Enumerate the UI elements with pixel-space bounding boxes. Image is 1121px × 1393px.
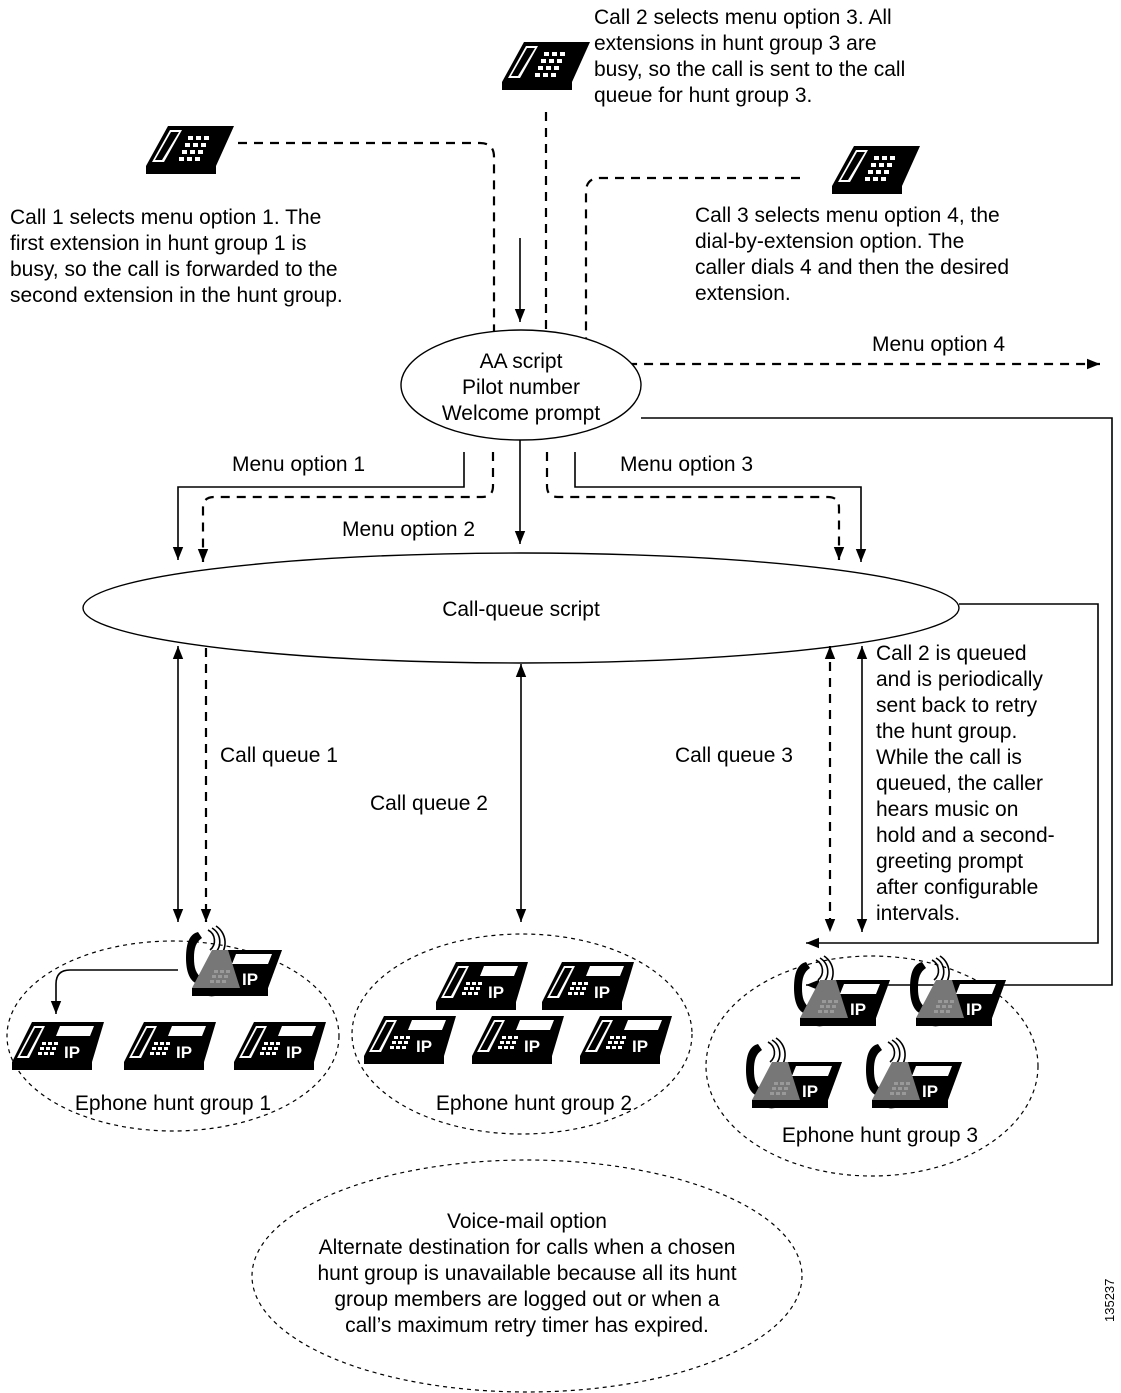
ip-phone-icon xyxy=(364,1016,456,1064)
voicemail-desc-line: hunt group is unavailable because all it… xyxy=(317,1262,736,1285)
ringing-ip-phone-icon xyxy=(185,925,283,997)
svg-text:While the call is: While the call is xyxy=(876,746,1022,769)
ip-phone-icon xyxy=(580,1016,672,1064)
voicemail-desc-line: group members are logged out or when a xyxy=(334,1288,720,1311)
call2-phone-icon xyxy=(502,42,590,90)
forward-arrow xyxy=(50,969,178,1014)
call-queue-script-oval xyxy=(82,552,960,664)
ip-phone-icon xyxy=(542,962,634,1010)
call1-menu-option-1-path xyxy=(197,452,495,562)
call-queue-script-label: Call-queue script xyxy=(442,598,600,621)
svg-text:extensions in hunt group 3 are: extensions in hunt group 3 are xyxy=(594,32,877,55)
svg-text:busy, so the call is sent to t: busy, so the call is sent to the call xyxy=(594,58,905,81)
svg-text:queue for hunt group 3.: queue for hunt group 3. xyxy=(594,84,812,107)
svg-text:busy, so the call is forwarded: busy, so the call is forwarded to the xyxy=(10,258,338,281)
ringing-ip-phone-icon xyxy=(793,955,891,1027)
call3-phone-icon xyxy=(832,146,920,194)
svg-text:greeting prompt: greeting prompt xyxy=(876,850,1023,873)
call-queue-3-label: Call queue 3 xyxy=(675,744,793,767)
hunt-group-2-label: Ephone hunt group 2 xyxy=(436,1092,632,1115)
call1-callout: Call 1 selects menu option 1. The first … xyxy=(10,206,343,307)
call1-dashed-path xyxy=(238,141,496,340)
svg-text:hears music on: hears music on xyxy=(876,798,1018,821)
svg-text:Call 2 is queued: Call 2 is queued xyxy=(876,642,1027,665)
svg-text:hold and a second-: hold and a second- xyxy=(876,824,1055,847)
ringing-ip-phone-icon xyxy=(745,1037,843,1109)
call-queue-2-label: Call queue 2 xyxy=(370,792,488,815)
svg-text:caller dials 4 and then the de: caller dials 4 and then the desired xyxy=(695,256,1009,279)
svg-text:second extension in the hunt g: second extension in the hunt group. xyxy=(10,284,343,307)
menu-option-4-label: Menu option 4 xyxy=(872,333,1005,356)
call-queue-1-label: Call queue 1 xyxy=(220,744,338,767)
svg-text:Call 1 selects menu option 1.: Call 1 selects menu option 1. The xyxy=(10,206,321,229)
welcome-prompt-label: Welcome prompt xyxy=(442,402,600,425)
hunt-group-3-label: Ephone hunt group 3 xyxy=(782,1124,978,1147)
ringing-ip-phone-icon xyxy=(909,955,1007,1027)
hunt-group-2-oval xyxy=(351,933,693,1135)
voicemail-oval xyxy=(251,1159,803,1393)
svg-text:queued, the caller: queued, the caller xyxy=(876,772,1043,795)
ip-phone-icon xyxy=(234,1022,326,1070)
ringing-ip-phone-icon xyxy=(865,1037,963,1109)
svg-text:sent back to retry: sent back to retry xyxy=(876,694,1038,717)
menu-option-3-label: Menu option 3 xyxy=(620,453,753,476)
queue-to-voicemail-path xyxy=(806,603,1099,949)
aa-script-oval xyxy=(400,329,642,441)
menu-option-2-label: Menu option 2 xyxy=(342,518,475,541)
svg-text:Call 3 selects menu option 4,: Call 3 selects menu option 4, the xyxy=(695,204,1000,227)
ip-phone-icon xyxy=(472,1016,564,1064)
svg-text:after configurable: after configurable xyxy=(876,876,1038,899)
svg-text:extension.: extension. xyxy=(695,282,791,305)
menu-option-1-path xyxy=(172,452,465,560)
figure-id: 135237 xyxy=(1102,1279,1117,1322)
aa-script-label: AA script xyxy=(480,350,563,373)
hunt-group-1-label: Ephone hunt group 1 xyxy=(75,1092,271,1115)
svg-text:first extension in hunt group: first extension in hunt group 1 is xyxy=(10,232,307,255)
ip-phone-icon xyxy=(124,1022,216,1070)
call1-phone-icon xyxy=(146,126,234,174)
svg-text:the hunt group.: the hunt group. xyxy=(876,720,1017,743)
call3-callout: Call 3 selects menu option 4, the dial-b… xyxy=(695,204,1009,305)
svg-text:Call 2 selects menu option 3.: Call 2 selects menu option 3. All xyxy=(594,6,892,29)
voicemail-desc-line: Alternate destination for calls when a c… xyxy=(319,1236,736,1259)
voicemail-desc-line: call’s maximum retry timer has expired. xyxy=(345,1314,709,1337)
hunt-group-1-oval xyxy=(6,940,340,1132)
svg-text:and is periodically: and is periodically xyxy=(876,668,1043,691)
voicemail-title: Voice-mail option xyxy=(447,1210,607,1233)
menu-option-1-label: Menu option 1 xyxy=(232,453,365,476)
pilot-number-label: Pilot number xyxy=(462,376,580,399)
svg-text:dial-by-extension option. The: dial-by-extension option. The xyxy=(695,230,964,253)
call2-callout: Call 2 selects menu option 3. All extens… xyxy=(594,6,905,107)
ip-phone-icon xyxy=(436,962,528,1010)
call2-queued-callout: Call 2 is queued and is periodically sen… xyxy=(876,642,1055,925)
menu-option-3-path xyxy=(574,452,867,562)
call2-menu-option-3-path xyxy=(545,452,845,560)
hunt-group-3-oval xyxy=(705,955,1039,1177)
ip-phone-icon xyxy=(12,1022,104,1070)
svg-text:intervals.: intervals. xyxy=(876,902,960,925)
